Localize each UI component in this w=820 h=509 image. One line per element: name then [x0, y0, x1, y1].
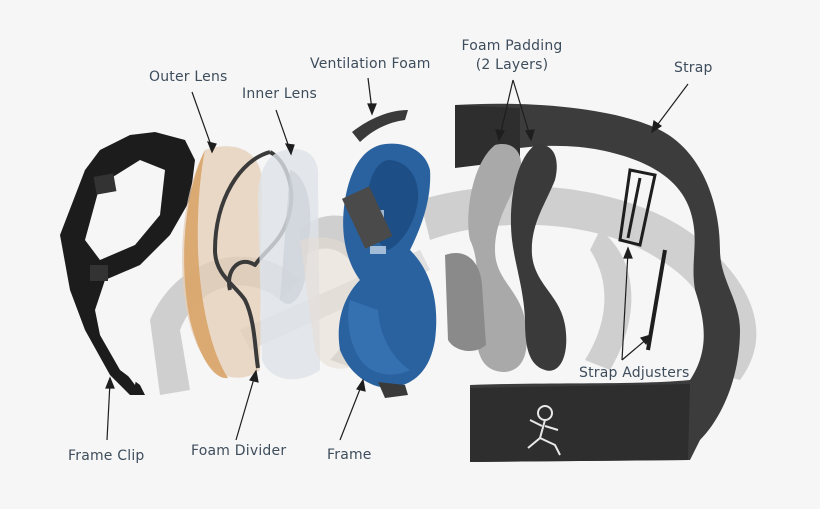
- label-frame-clip: Frame Clip: [68, 448, 145, 464]
- leader-lines: [105, 77, 689, 441]
- label-outer-lens: Outer Lens: [149, 69, 228, 85]
- frame-part: [338, 143, 437, 398]
- label-foam-padding: Foam Padding (2 Layers): [452, 38, 572, 73]
- foam-padding-light-part: [445, 144, 527, 372]
- frame-clip-part: [60, 132, 195, 395]
- foam-padding-dark-part: [510, 144, 567, 371]
- label-foam-padding-line1: Foam Padding: [461, 38, 563, 54]
- running-figure-icon: [527, 405, 561, 456]
- label-ventilation-foam: Ventilation Foam: [310, 56, 431, 72]
- label-frame: Frame: [327, 447, 372, 463]
- ventilation-foam-top: [352, 110, 408, 142]
- label-inner-lens: Inner Lens: [242, 86, 318, 102]
- label-foam-divider: Foam Divider: [191, 443, 287, 459]
- label-strap-adjusters: Strap Adjusters: [579, 365, 690, 381]
- label-foam-padding-line2: (2 Layers): [475, 57, 549, 73]
- strap-adjusters-part: [618, 168, 667, 351]
- outer-lens-part: [182, 146, 262, 379]
- inner-lens-part: [258, 149, 370, 380]
- label-strap: Strap: [674, 60, 713, 76]
